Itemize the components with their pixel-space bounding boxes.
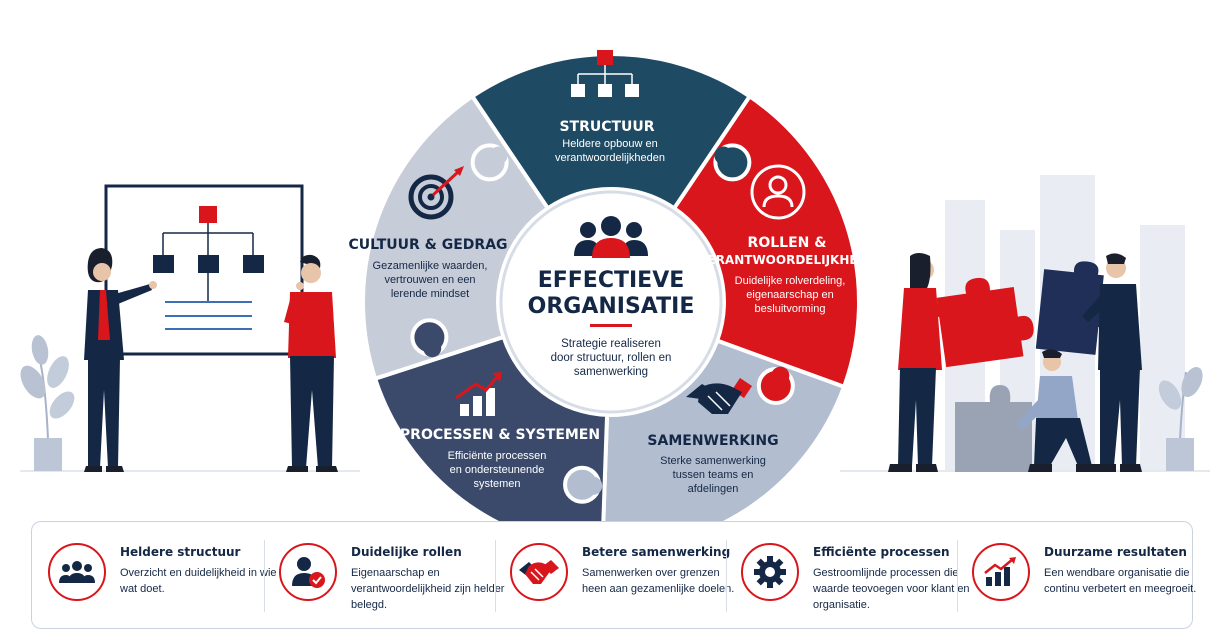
card-icon-circle xyxy=(279,543,337,601)
card-divider xyxy=(264,540,265,612)
card-text: Gestroomlijnde processen die waarde teov… xyxy=(813,567,970,611)
group-icon xyxy=(574,216,648,258)
benefits-bar: Heldere structuur Overzicht en duidelijk… xyxy=(31,521,1196,629)
samenwerking-line1: Sterke samenwerking xyxy=(660,455,766,467)
segment-rollen: ROLLEN & VERANTWOORDELIJKHEDEN Duidelijk… xyxy=(698,164,886,315)
center-text-line1: Strategie realiseren xyxy=(561,338,661,350)
plant-left xyxy=(20,335,75,471)
target-icon xyxy=(408,166,464,220)
cultuur-line1: Gezamenlijke waarden, xyxy=(373,260,488,272)
card-efficiente-processen: Efficiënte processen Gestroomlijnde proc… xyxy=(741,522,970,628)
user-check-icon xyxy=(292,557,325,588)
card-text: Een wendbare organisatie die continu ver… xyxy=(1044,567,1197,595)
processen-line2: en ondersteunende xyxy=(450,464,545,476)
segment-processen: PROCESSEN & SYSTEMEN Efficiënte processe… xyxy=(400,372,600,490)
processen-title: PROCESSEN & SYSTEMEN xyxy=(400,427,600,443)
structuur-title: STRUCTUUR xyxy=(559,119,654,135)
card-title: Duurzame resultaten xyxy=(1044,545,1187,559)
puzzle-knob-neck-1 xyxy=(489,146,508,165)
segment-structuur: STRUCTUUR Heldere opbouw en verantwoorde… xyxy=(555,50,665,164)
card-duidelijke-rollen: Duidelijke rollen Eigenaarschap en veran… xyxy=(279,522,504,628)
card-title: Duidelijke rollen xyxy=(351,545,462,559)
rollen-line2: eigenaarschap en xyxy=(746,289,833,301)
plant-right xyxy=(1158,367,1203,471)
card-icon-circle xyxy=(741,543,799,601)
structuur-line2: verantwoordelijkheden xyxy=(555,152,665,164)
handshake-icon xyxy=(686,378,752,414)
gear-icon xyxy=(754,556,786,588)
center-text-line2: door structuur, rollen en xyxy=(551,352,672,364)
card-heldere-structuur: Heldere structuur Overzicht en duidelijk… xyxy=(48,522,277,628)
rollen-title-line1: ROLLEN & xyxy=(748,235,827,251)
card-divider xyxy=(957,540,958,612)
card-text: Samenwerken over grenzen heen aan gezame… xyxy=(582,567,735,595)
puzzle-team xyxy=(888,253,1142,472)
card-duurzame-resultaten: Duurzame resultaten Een wendbare organis… xyxy=(972,522,1196,628)
card-title: Heldere structuur xyxy=(120,545,241,559)
card-icon-circle xyxy=(510,543,568,601)
card-text: Overzicht en duidelijkheid in wie wat do… xyxy=(120,567,277,595)
processen-line1: Efficiënte processen xyxy=(448,450,547,462)
whiteboard xyxy=(104,184,304,356)
card-title: Efficiënte processen xyxy=(813,545,950,559)
card-text: Eigenaarschap en verantwoordelijkheid zi… xyxy=(351,567,505,611)
center-title-line2: ORGANISATIE xyxy=(528,294,695,319)
bar-chart-icon xyxy=(984,557,1016,586)
person-icon xyxy=(750,164,806,220)
structuur-line1: Heldere opbouw en xyxy=(562,138,657,150)
segment-samenwerking: SAMENWERKING Sterke samenwerking tussen … xyxy=(647,378,779,495)
team-icon xyxy=(59,561,95,583)
card-icon-circle xyxy=(972,543,1030,601)
rollen-line1: Duidelijke rolverdeling, xyxy=(735,275,846,287)
center-circle xyxy=(499,190,723,414)
segment-cultuur: CULTUUR & GEDRAG Gezamenlijke waarden, v… xyxy=(348,166,508,300)
puzzle-knob-neck-4 xyxy=(584,476,603,495)
thinking-man xyxy=(284,254,338,472)
wheel-segment-structuur xyxy=(469,52,753,212)
center-underline xyxy=(590,324,632,327)
puzzle-knob-neck-5 xyxy=(423,339,442,358)
puzzle-knob-neck-2 xyxy=(714,146,733,165)
samenwerking-line3: afdelingen xyxy=(688,483,739,495)
cultuur-line3: lerende mindset xyxy=(391,288,469,300)
growth-chart-icon xyxy=(455,372,502,416)
card-divider xyxy=(726,540,727,612)
samenwerking-line2: tussen teams en xyxy=(673,469,754,481)
puzzle-joints xyxy=(410,143,795,504)
card-divider xyxy=(495,540,496,612)
handshake-icon xyxy=(519,560,559,584)
processen-line3: systemen xyxy=(473,478,520,490)
cultuur-title: CULTUUR & GEDRAG xyxy=(348,237,507,253)
presenter-woman xyxy=(84,248,157,472)
samenwerking-title: SAMENWERKING xyxy=(647,433,778,449)
center-title-line1: EFFECTIEVE xyxy=(538,268,685,293)
card-title: Betere samenwerking xyxy=(582,545,731,559)
org-chart-icon xyxy=(571,50,639,97)
center-text-line3: samenwerking xyxy=(574,366,648,378)
puzzle-knob-neck-3 xyxy=(771,366,790,385)
cultuur-line2: vertrouwen en een xyxy=(384,274,475,286)
card-icon-circle xyxy=(48,543,106,601)
rollen-title-line2: VERANTWOORDELIJKHEDEN xyxy=(698,253,886,267)
card-betere-samenwerking: Betere samenwerking Samenwerken over gre… xyxy=(510,522,734,628)
rollen-line3: besluitvorming xyxy=(755,303,826,315)
